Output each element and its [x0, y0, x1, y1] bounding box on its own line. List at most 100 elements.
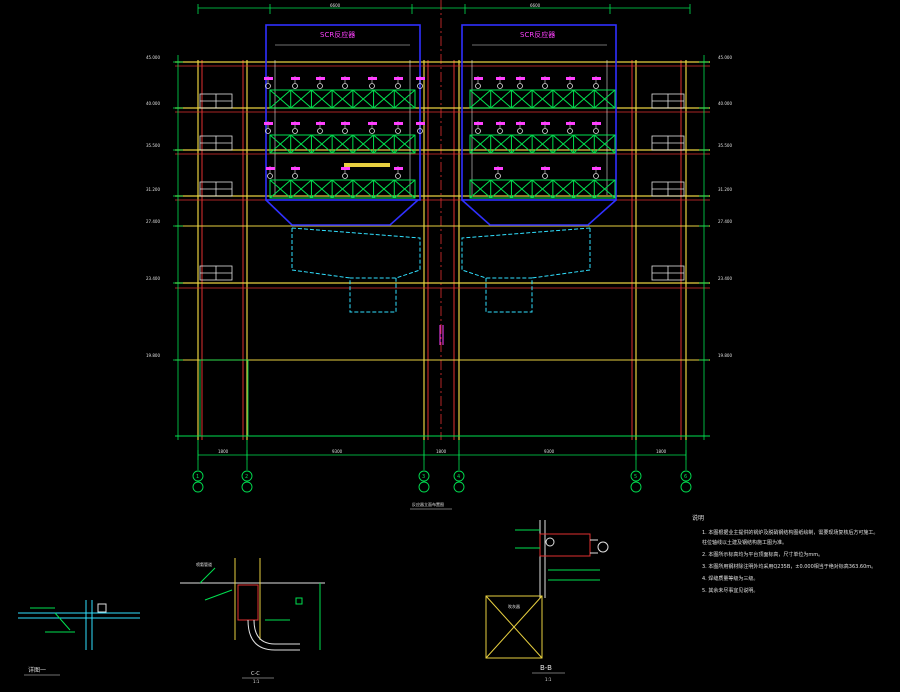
axis-label: 1: [196, 474, 199, 480]
reactor-right: [461, 24, 617, 226]
nozzle-marker: [368, 121, 377, 134]
nozzle-marker: [316, 76, 325, 89]
nozzle-marker: [474, 121, 483, 134]
axis-bubble: 3: [418, 440, 430, 493]
nozzle-marker: [496, 121, 505, 134]
elev-mark: 19.800: [146, 353, 160, 358]
top-dimension: [197, 4, 691, 14]
axis-bubble: 2: [241, 440, 253, 493]
section-caption-right-sub: 1:1: [545, 677, 552, 682]
detail-bb: [485, 520, 609, 659]
nozzle-marker: [516, 76, 525, 89]
dim-top-left: 6600: [330, 3, 341, 8]
catalyst-layer: [269, 179, 416, 199]
nozzle-marker: [291, 76, 300, 89]
note-line: 5. 其余未尽事宜见说明。: [702, 587, 758, 594]
section-caption-mid-sub: 1:1: [253, 679, 260, 684]
reactor-inner-dims: [274, 44, 608, 195]
notes-title: 说明: [692, 514, 704, 522]
elev-mark: 31.200: [146, 187, 160, 192]
elev-mark: 27.400: [146, 219, 160, 224]
elev-mark: 27.400: [718, 219, 732, 224]
axis-label: 2: [245, 474, 248, 480]
nozzle-marker: [541, 166, 550, 179]
elev-marks-left: 45.000 40.000 35.500 31.200 27.400 23.40…: [146, 55, 160, 358]
highlight-tag: [344, 163, 390, 167]
elev-mark: 23.400: [718, 276, 732, 281]
nozzle-marker: [394, 121, 403, 134]
nozzle-marker: [496, 76, 505, 89]
note-line: 2. 本图所示标高均为平台顶面标高，尺寸单位为mm。: [702, 551, 823, 558]
elev-mark: 23.400: [146, 276, 160, 281]
elev-mark: 35.500: [146, 143, 160, 148]
axis-bubbles: 1 2 3 4 5 6: [192, 440, 692, 493]
detail-one: [18, 600, 140, 650]
nozzle-marker: [341, 166, 350, 179]
axis-bubble: 6: [680, 440, 692, 493]
nozzle-marker: [541, 76, 550, 89]
nozzle-marker: [368, 76, 377, 89]
nozzle-markers: [264, 76, 601, 179]
ash-hoppers: [291, 227, 591, 313]
elev-mark: 40.000: [718, 101, 732, 106]
nozzle-marker: [416, 76, 425, 89]
dim-bottom: 1800: [218, 449, 229, 454]
section-caption-left: 详图一: [28, 666, 46, 674]
catalyst-layer: [469, 179, 616, 199]
nozzle-marker: [341, 76, 350, 89]
section-caption-mid: C-C: [251, 671, 260, 677]
elev-mark: 45.000: [718, 55, 732, 60]
nozzle-marker: [541, 121, 550, 134]
nozzle-marker: [592, 166, 601, 179]
catalyst-layer: [469, 89, 616, 109]
elev-mark: 19.800: [718, 353, 732, 358]
catalyst-layer: [269, 89, 416, 109]
catalyst-layer: [469, 134, 616, 154]
axis-bubble: 1: [192, 440, 204, 493]
elev-mark: 31.200: [718, 187, 732, 192]
note-line: 1. 本图根据业主提供的锅炉及脱硝钢结构图纸绘制，需要现场复核后方可施工。: [702, 529, 878, 536]
section-caption-right: B-B: [540, 664, 552, 672]
lower-left-bay: [199, 359, 249, 437]
reactor-left: [265, 24, 421, 226]
callout-pipe: 喷氨管道: [196, 561, 212, 567]
dim-bottom: 1800: [656, 449, 667, 454]
dim-bottom: 9300: [544, 449, 555, 454]
detail-cc: [180, 558, 325, 651]
nozzle-marker: [592, 76, 601, 89]
axis-bubble: 5: [630, 440, 642, 493]
central-pipe: [439, 325, 444, 345]
nozzle-marker: [416, 121, 425, 134]
note-line: 4. 焊缝质量等级为三级。: [702, 575, 758, 582]
nozzle-marker: [291, 121, 300, 134]
side-platforms: [199, 93, 685, 281]
small-title-bottom: 反应器立面布置图: [412, 501, 444, 507]
catalyst-layer: [269, 134, 416, 154]
nozzle-marker: [264, 76, 273, 89]
axis-label: 4: [457, 474, 460, 480]
nozzle-marker: [394, 76, 403, 89]
nozzle-marker: [394, 166, 403, 179]
building-frame: [175, 0, 710, 440]
nozzle-marker: [316, 121, 325, 134]
note-line: 3. 本图所用钢材除注明外均采用Q235B，±0.000相当于绝对标高363.6…: [702, 563, 876, 570]
elevation-dimension: [173, 55, 709, 440]
note-line: 柱位轴线以土建及钢结构施工图为准。: [702, 539, 787, 546]
nozzle-marker: [474, 76, 483, 89]
axis-label: 5: [634, 474, 637, 480]
nozzle-marker: [341, 121, 350, 134]
dim-bottom: 1800: [436, 449, 447, 454]
nozzle-marker: [566, 121, 575, 134]
nozzle-marker: [566, 76, 575, 89]
block-right-title: SCR反应器: [520, 30, 555, 39]
dim-bottom: 9300: [332, 449, 343, 454]
nozzle-marker: [291, 166, 300, 179]
block-left-title: SCR反应器: [320, 30, 355, 39]
elev-mark: 45.000: [146, 55, 160, 60]
axis-label: 6: [684, 474, 687, 480]
nozzle-marker: [592, 121, 601, 134]
elev-mark: 40.000: [146, 101, 160, 106]
dim-top-right: 6600: [530, 3, 541, 8]
axis-bubble: 4: [453, 440, 465, 493]
